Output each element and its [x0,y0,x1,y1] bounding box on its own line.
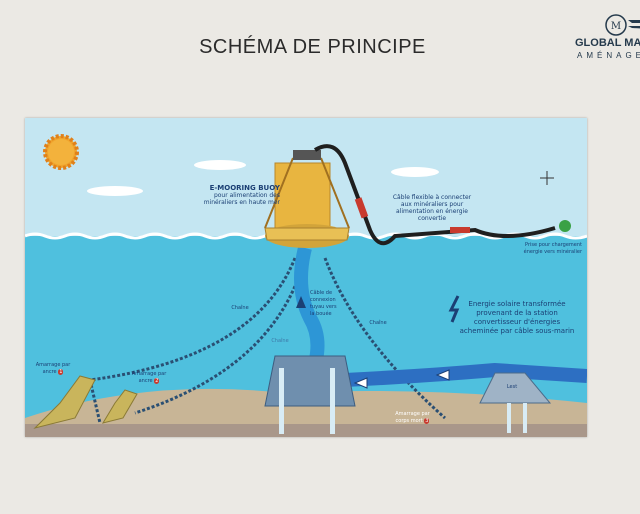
svg-text:M: M [611,21,621,32]
ballast-label: Lest [506,384,518,390]
chain [323,257,446,420]
chain-label-left: Chaîne [231,305,249,311]
arrow-icon [435,369,450,381]
arrow-icon [296,296,306,308]
connection-cable-label: Câble de connexion tuyau vers la bouée [310,290,337,317]
cloud-icon [391,167,439,177]
anchor-1-label: Amarrage par ancre 1 [35,362,71,375]
logo-subtitle: AMÉNAGEM [577,51,640,60]
chain [134,257,307,415]
flex-cable-label: Câble flexible à connecter aux minéralie… [392,194,472,222]
anchor-2-label: Amarrage par ancre 2 [131,371,167,384]
cloud-icon [194,160,246,170]
anchor-1 [33,375,96,429]
cloud-icon [87,186,143,196]
subsea-cable [344,362,588,387]
anchor-2 [101,389,138,424]
arrow-icon [353,377,368,389]
chain [89,257,297,382]
ballast [479,372,552,404]
logo-name: GLOBAL MA [575,37,640,49]
chain-label-right: Chaîne [369,320,387,326]
crosshair-icon [540,171,554,185]
sun-icon [43,134,79,170]
lightning-icon [448,295,460,323]
plug [559,220,571,232]
anchor-3-label: Amarrage par corps mort 3 [395,411,430,424]
slide-title: SCHÉMA DE PRINCIPE [199,36,426,58]
concrete-base [264,355,356,407]
flexible-cable [313,144,556,246]
chain-label-center: Chaîne [271,338,289,344]
buoy [264,150,350,248]
logo-icon: M [605,14,640,36]
plug-label: Prise pour chargement énergie vers minér… [523,242,582,255]
solar-energy-label: Energie solaire transformée provenant de… [459,300,575,335]
diagram-graphic [24,118,588,437]
